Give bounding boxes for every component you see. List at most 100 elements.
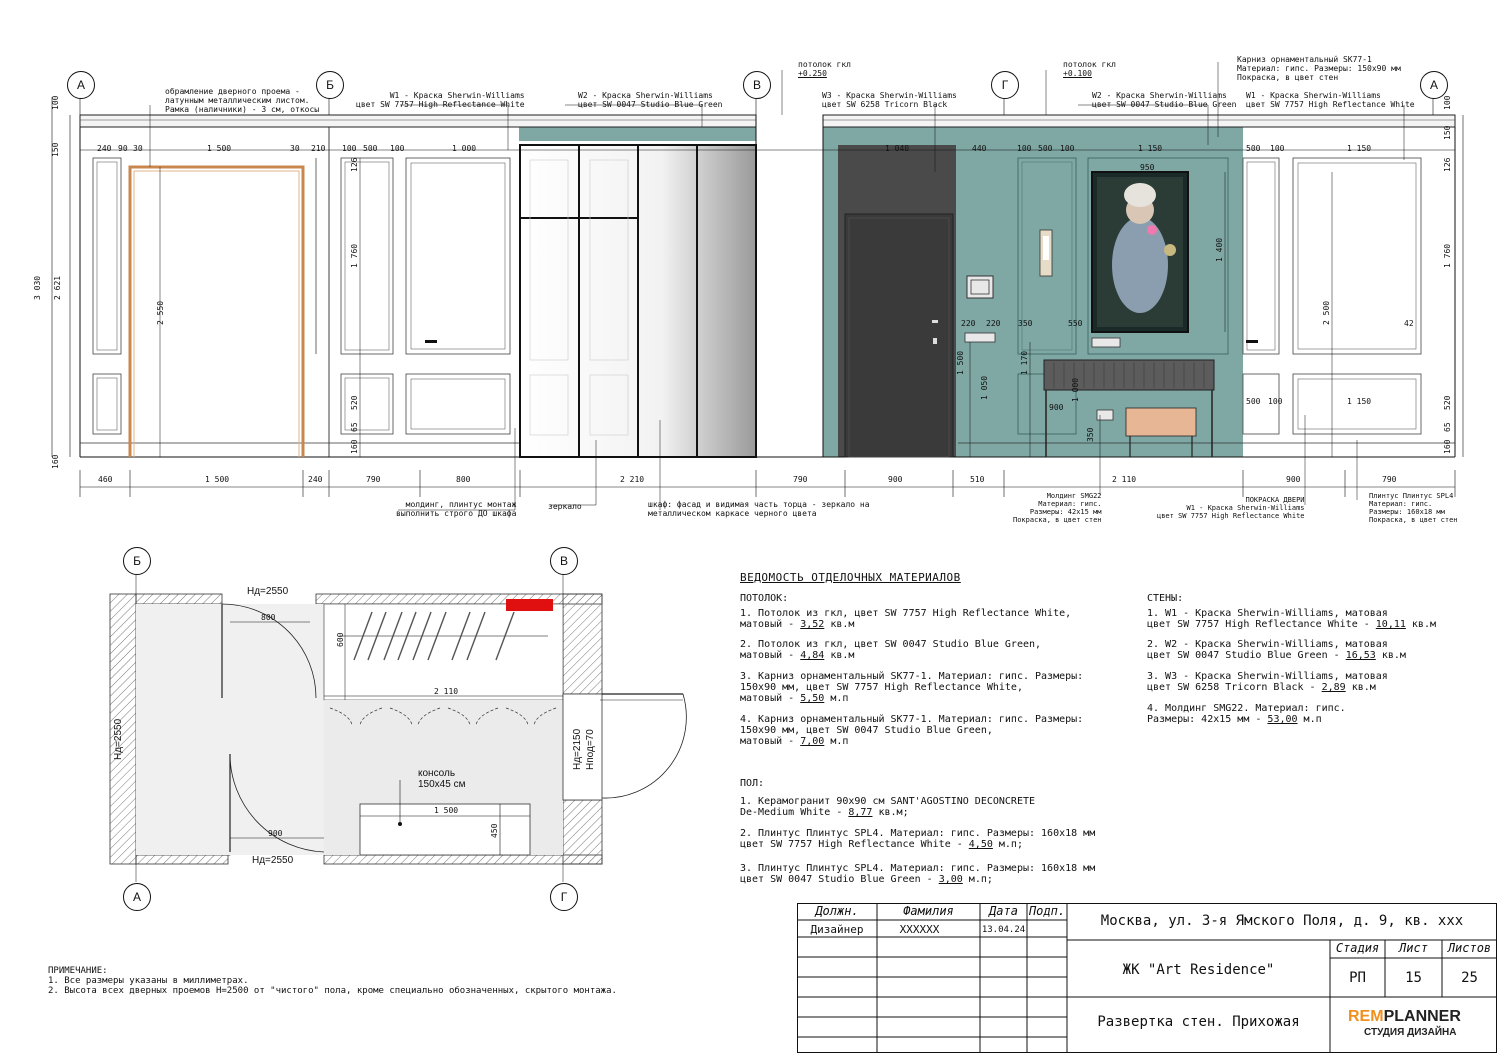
- plan-dim: 600: [336, 632, 345, 647]
- dim-right-door: 2 500: [1322, 300, 1331, 325]
- dim-top: 500: [363, 144, 378, 153]
- dim-right: 150: [1443, 125, 1452, 140]
- axis-bubble-v: В: [743, 71, 771, 99]
- dim-top: 100: [1270, 144, 1285, 153]
- dim-right: 100: [1443, 95, 1452, 110]
- studio-logo-subtitle: СТУДИЯ ДИЗАЙНА: [1364, 1027, 1457, 1038]
- dim-inner: 350: [1018, 319, 1033, 328]
- spec-item: 3. Карниз орнаментальный SK77-1. Материа…: [740, 671, 1084, 704]
- stamp-sheets: 25: [1461, 970, 1478, 986]
- dim-bottom: 900: [1286, 475, 1301, 484]
- dim-inner: 220: [986, 319, 1001, 328]
- dim-top: 210: [311, 144, 326, 153]
- dim-top: 1 500: [207, 144, 232, 153]
- dim-bottom: 2 110: [1112, 475, 1137, 484]
- callout-wardrobe: шкаф: фасад и видимая часть торца - зерк…: [648, 500, 870, 518]
- stamp-col-position: Должн.: [815, 904, 859, 918]
- dim-top: 240: [97, 144, 112, 153]
- dim-switch-height: 1 500: [956, 350, 965, 375]
- spec-ceiling-heading: ПОТОЛОК:: [740, 593, 789, 604]
- plan-dim: 900: [268, 829, 283, 838]
- callout-door-frame: обрамление дверного проема -латунным мет…: [165, 87, 320, 114]
- spec-title: ВЕДОМОСТЬ ОТДЕЛОЧНЫХ МАТЕРИАЛОВ: [740, 571, 961, 584]
- dim-left: 150: [51, 142, 60, 157]
- dim-right-bottom: 100: [1268, 397, 1283, 406]
- dim-right-bottom: 500: [1246, 397, 1261, 406]
- dim-top: 1 040: [885, 144, 910, 153]
- dim-top: 30: [290, 144, 300, 153]
- dim-panel: 520: [350, 395, 359, 410]
- axis-bubble-a-right: А: [1420, 71, 1448, 99]
- dim-left: 3 030: [33, 275, 42, 300]
- dim-top: 1 150: [1138, 144, 1163, 153]
- spec-item: 3. W3 - Краска Sherwin-Williams, матовая…: [1147, 671, 1388, 693]
- dim-top: 1 150: [1347, 144, 1372, 153]
- stamp-stage-heading: Стадия: [1335, 941, 1380, 955]
- callout-mirror: зеркало: [548, 502, 582, 511]
- dim-top: 500: [1246, 144, 1261, 153]
- stamp-role: Дизайнер: [810, 923, 864, 936]
- spec-item: 1. Потолок из гкл, цвет SW 7757 High Ref…: [740, 608, 1072, 630]
- dim-left: 160: [51, 454, 60, 469]
- plan-dim: 800: [261, 613, 276, 622]
- dim-bottom: 2 210: [620, 475, 645, 484]
- dim-right: 160: [1443, 439, 1452, 454]
- dim-top: 1 000: [452, 144, 477, 153]
- dim-inner: 550: [1068, 319, 1083, 328]
- dim-bottom: 800: [456, 475, 471, 484]
- stamp-sheet: 15: [1405, 970, 1422, 986]
- spec-floor-heading: ПОЛ:: [740, 778, 765, 789]
- spec-item: 2. W2 - Краска Sherwin-Williams, матовая…: [1147, 639, 1406, 661]
- dim-bottom: 510: [970, 475, 985, 484]
- notes: ПРИМЕЧАНИЕ: 1. Все размеры указаны в мил…: [48, 966, 617, 996]
- plan-axis-a: А: [123, 883, 151, 911]
- floor-plan: [109, 573, 687, 882]
- dim-top: 100: [1017, 144, 1032, 153]
- axis-bubble-b: Б: [316, 71, 344, 99]
- studio-logo: REMPLANNER: [1348, 1008, 1461, 1025]
- stamp-sheet-heading: Лист: [1399, 941, 1428, 955]
- dim-sconce-height: 1 170: [1020, 350, 1029, 375]
- spec-item: 2. Потолок из гкл, цвет SW 0047 Studio B…: [740, 639, 1042, 661]
- spec-item: 2. Плинтус Плинтус SPL4. Материал: гипс.…: [740, 828, 1096, 850]
- plan-door-label: Нд=2150: [572, 728, 583, 770]
- plan-door-label: Нд=2550: [113, 718, 124, 760]
- plan-dim: 2 110: [434, 687, 459, 696]
- spec-item: 3. Плинтус Плинтус SPL4. Материал: гипс.…: [740, 863, 1096, 885]
- plan-axis-g: Г: [550, 883, 578, 911]
- spec-item: 4. Молдинг SMG22. Материал: гипс. Размер…: [1147, 703, 1346, 725]
- title-block: [797, 903, 1497, 1053]
- dim-molding: 42: [1404, 319, 1414, 328]
- dim-panel: 160: [350, 439, 359, 454]
- stamp-sheets-heading: Листов: [1447, 941, 1492, 955]
- stamp-col-date: Дата: [989, 904, 1018, 918]
- dim-panel: 65: [350, 422, 359, 432]
- dim-console-height: 1 000: [1071, 377, 1080, 402]
- plan-dim: 1 500: [434, 806, 459, 815]
- stamp-stage: РП: [1349, 970, 1366, 986]
- spec-item: 4. Карниз орнаментальный SK77-1. Материа…: [740, 714, 1084, 747]
- dim-inner: 220: [961, 319, 976, 328]
- dim-right-bottom: 1 150: [1347, 397, 1372, 406]
- dim-painting-height: 1 400: [1215, 237, 1224, 262]
- plan-door-label: Нд=2550: [252, 855, 294, 866]
- dim-right: 126: [1443, 157, 1452, 172]
- dim-top: 90: [118, 144, 128, 153]
- axis-bubble-g: Г: [991, 71, 1019, 99]
- dim-left: 2 621: [53, 275, 62, 300]
- plan-axis-b: Б: [123, 547, 151, 575]
- dim-bottom: 790: [793, 475, 808, 484]
- dim-top: 440: [972, 144, 987, 153]
- dim-top: 100: [342, 144, 357, 153]
